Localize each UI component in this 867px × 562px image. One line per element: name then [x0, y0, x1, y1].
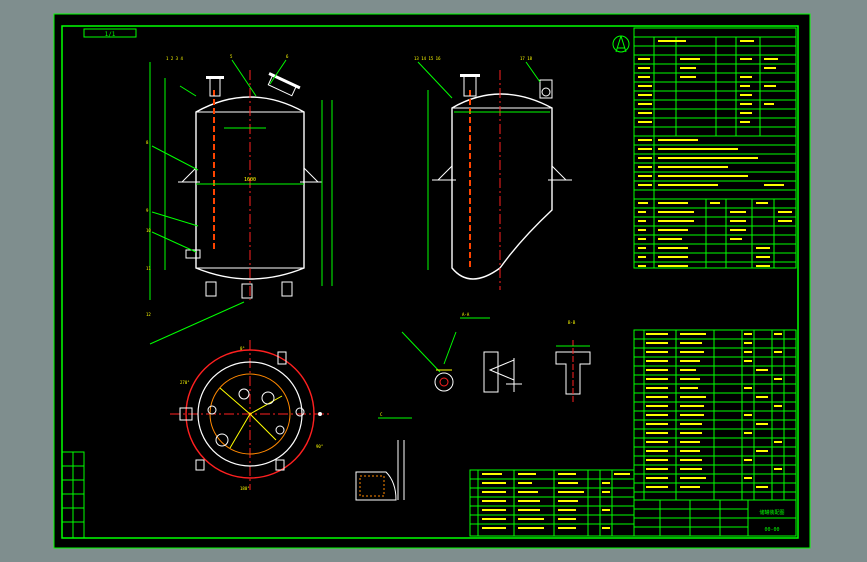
- svg-text:C: C: [380, 412, 383, 417]
- corner-tag-box: [83, 28, 137, 38]
- title-block-code: 00-00: [764, 527, 779, 533]
- parts-list-bottom-text: [482, 473, 630, 529]
- svg-text:A-A: A-A: [462, 312, 470, 317]
- svg-text:11: 11: [146, 266, 151, 271]
- svg-text:9: 9: [146, 208, 149, 213]
- svg-text:270°: 270°: [180, 380, 190, 385]
- detail-views: A-A B-B C: [355, 312, 591, 501]
- svg-text:180°: 180°: [240, 486, 250, 491]
- svg-text:1 2 3 4: 1 2 3 4: [166, 56, 183, 61]
- svg-text:90°: 90°: [316, 444, 323, 449]
- svg-text:13 14 15 16: 13 14 15 16: [414, 56, 441, 61]
- title-block-name: 储罐装配图: [759, 509, 784, 516]
- svg-text:17 18: 17 18: [520, 56, 533, 61]
- vessel-plan-view: 0° 270° 90° 180°: [170, 340, 330, 491]
- corner-tag-text: 1/1: [105, 31, 116, 38]
- vessel-front-view: 1600 1 2 3 4 5 6 8 9 10 11 12: [146, 54, 333, 345]
- svg-text:10: 10: [146, 228, 151, 233]
- svg-text:B-B: B-B: [568, 320, 576, 325]
- parts-list-text: [646, 333, 782, 488]
- parts-list-rows: [634, 338, 796, 493]
- north-arrow-icon: [612, 35, 630, 53]
- spec-table: [633, 27, 797, 269]
- vessel-side-view: 13 14 15 16 17 18: [414, 56, 572, 290]
- svg-text:0°: 0°: [240, 346, 245, 351]
- svg-text:8: 8: [146, 140, 149, 145]
- sheet-border: [53, 13, 811, 549]
- spec-table-text: [638, 40, 792, 267]
- svg-text:5: 5: [230, 54, 233, 59]
- parts-list-bottom: [469, 469, 635, 537]
- svg-text:1600: 1600: [244, 177, 256, 183]
- revision-column: [61, 451, 85, 539]
- inner-border: [61, 25, 799, 539]
- svg-text:12: 12: [146, 312, 151, 317]
- title-block: [633, 499, 797, 537]
- svg-text:6: 6: [286, 54, 289, 59]
